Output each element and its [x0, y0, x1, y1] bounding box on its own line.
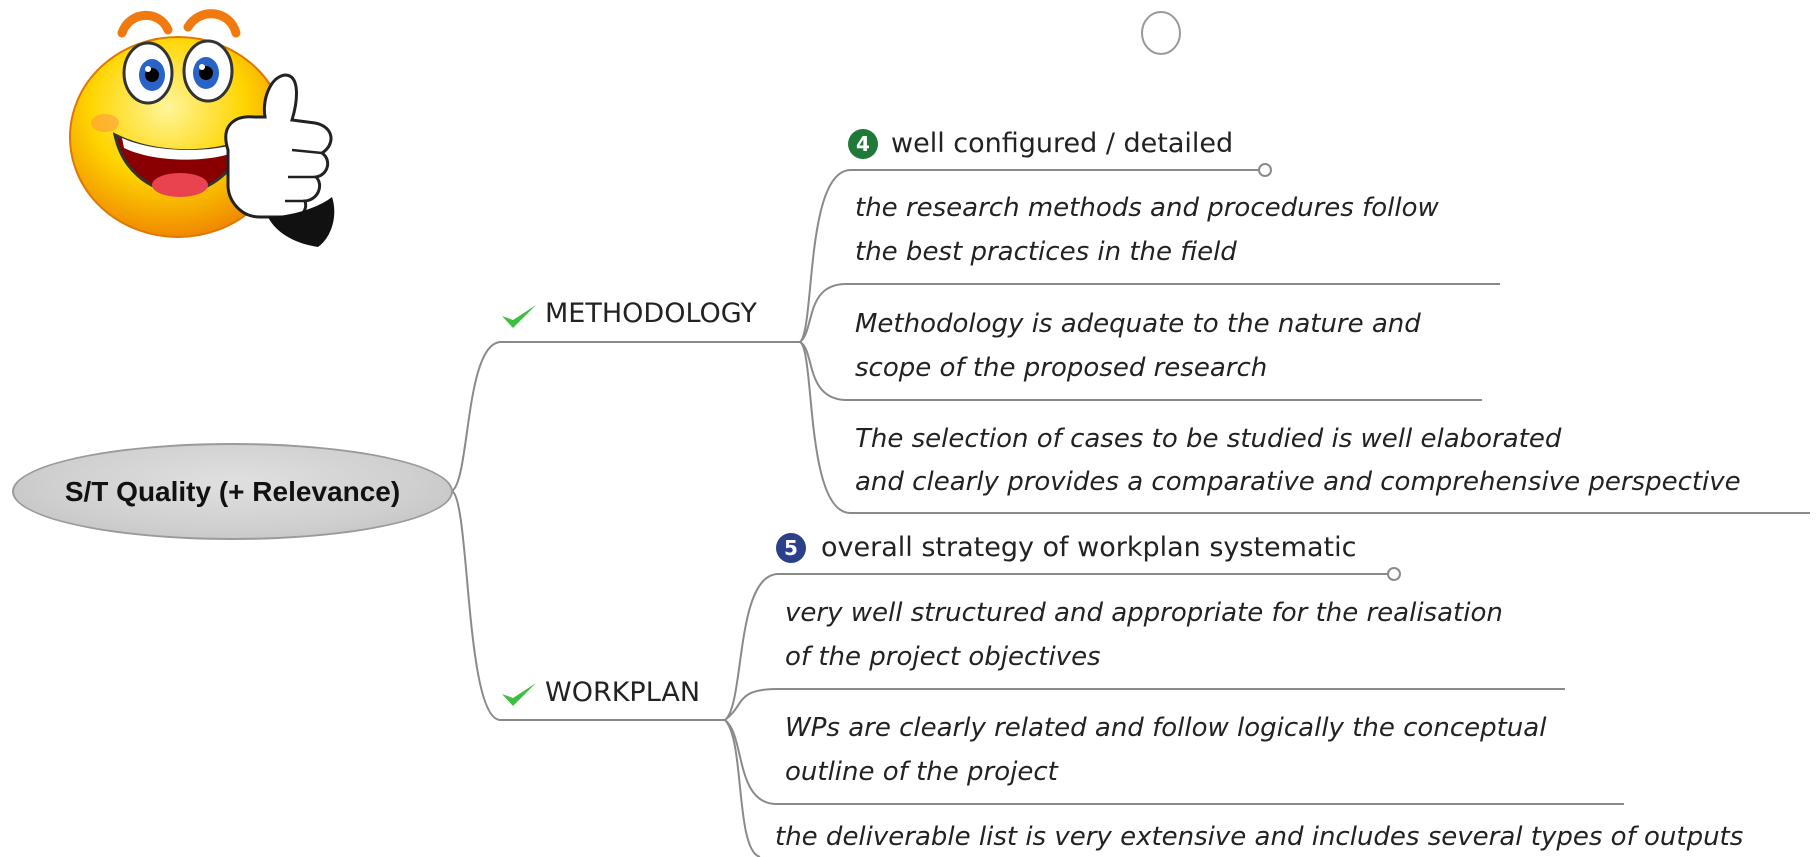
topic-end-circle-workplan	[1387, 567, 1401, 581]
root-node[interactable]: S/T Quality (+ Relevance)	[12, 443, 453, 540]
topic-well-configured[interactable]: well configured / detailed	[891, 128, 1234, 159]
note-line: the best practices in the field	[855, 237, 1237, 267]
check-icon	[502, 683, 536, 706]
connector-workplan-topic	[724, 573, 1390, 721]
connector-workplan-note3	[724, 719, 761, 857]
connector-root-workplan	[451, 490, 725, 721]
priority-badge-5: 5	[776, 533, 806, 563]
topic-overall-strategy[interactable]: overall strategy of workplan systematic	[821, 532, 1357, 563]
note-line: scope of the proposed research	[855, 353, 1268, 383]
note-line: outline of the project	[785, 757, 1058, 787]
note-line: very well structured and appropriate for…	[785, 598, 1503, 628]
connector-methodology-topic	[799, 169, 1260, 343]
topic-end-circle-methodology	[1258, 163, 1272, 177]
thumbs-up-smiley-icon	[69, 9, 335, 247]
branch-methodology[interactable]: METHODOLOGY	[545, 298, 757, 329]
note-line: WPs are clearly related and follow logic…	[785, 713, 1547, 743]
check-icon	[502, 305, 536, 328]
note-line: and clearly provides a comparative and c…	[855, 467, 1741, 497]
note-line: Methodology is adequate to the nature an…	[855, 309, 1421, 339]
note-line: the research methods and procedures foll…	[855, 193, 1439, 223]
connector-methodology-note2	[799, 341, 1482, 401]
note-line: of the project objectives	[785, 642, 1101, 672]
connector-workplan-note1	[724, 688, 1565, 721]
root-node-label: S/T Quality (+ Relevance)	[64, 475, 401, 507]
note-line: The selection of cases to be studied is …	[855, 424, 1562, 454]
connector-methodology-note3	[799, 341, 1810, 514]
collapse-circle-icon	[1141, 11, 1181, 55]
branch-workplan[interactable]: WORKPLAN	[545, 677, 701, 708]
connector-workplan-note2	[724, 719, 1624, 805]
priority-badge-4: 4	[848, 129, 878, 159]
connector-methodology-note1	[799, 283, 1500, 343]
connector-root-methodology	[451, 341, 800, 492]
note-line: the deliverable list is very extensive a…	[775, 822, 1744, 852]
